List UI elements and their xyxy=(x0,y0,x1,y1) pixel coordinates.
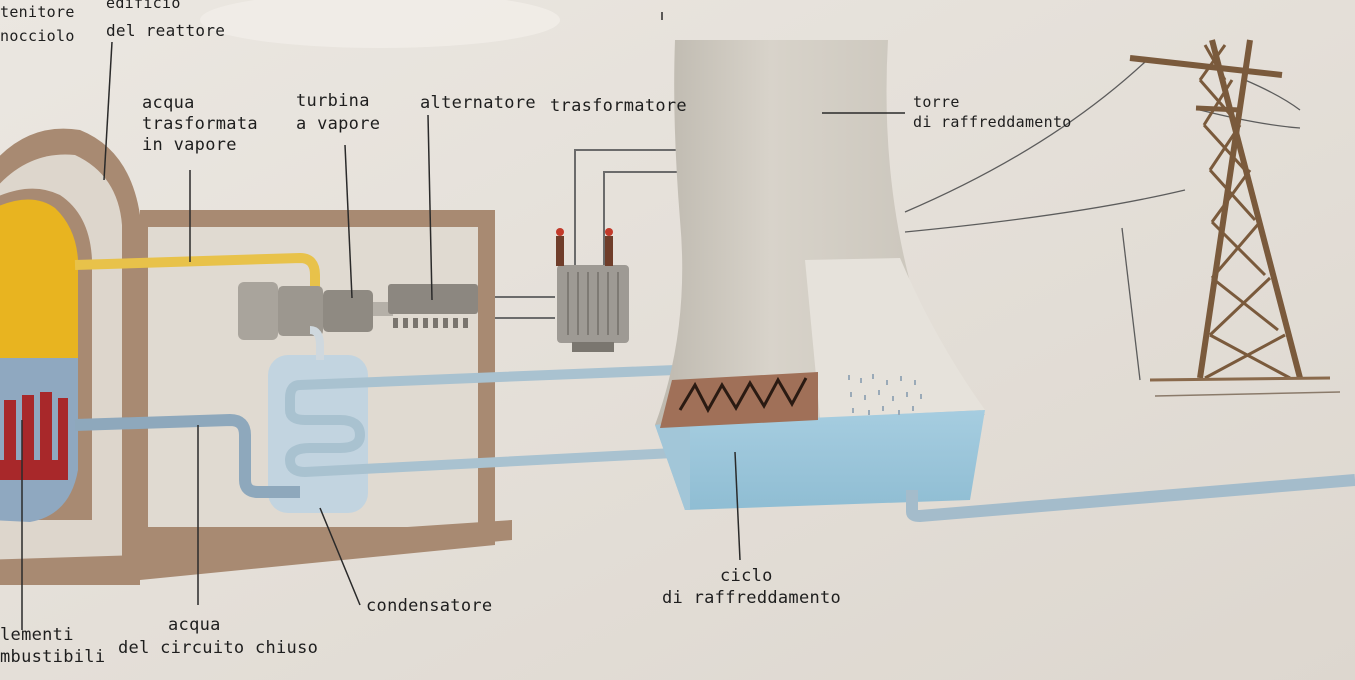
label-condensatore: condensatore xyxy=(366,596,493,616)
label-ciclo-line1: ciclo xyxy=(720,566,773,586)
label-turbina: turbina a vapore xyxy=(296,91,380,135)
label-elementi: lementi mbustibili xyxy=(0,625,105,668)
alternator xyxy=(388,284,478,328)
steam-pipe xyxy=(74,252,320,290)
label-edificio: edificio del reattore xyxy=(106,0,225,40)
transformer-wires xyxy=(495,149,690,319)
label-acqua-circuito: acqua del circuito chiuso xyxy=(118,615,318,659)
label-elementi-line1: lementi xyxy=(0,625,74,645)
return-pipe xyxy=(906,474,1355,523)
label-edificio-line2: del reattore xyxy=(106,21,226,40)
control-rods xyxy=(0,392,68,480)
closed-circuit-pipe xyxy=(74,413,300,498)
water-spray xyxy=(848,374,922,415)
reactor-core xyxy=(0,199,78,360)
label-ciclo: ciclo di raffreddamento xyxy=(662,566,841,609)
power-lines xyxy=(904,61,1301,381)
label-turbina-line2: a vapore xyxy=(296,114,381,134)
pylon xyxy=(1129,39,1331,382)
label-torre: torre di raffreddamento xyxy=(913,93,1072,131)
label-contenitore-line1: tenitore xyxy=(0,3,75,21)
label-acqua-vapore-line2: trasformata xyxy=(142,114,258,134)
leader-lines xyxy=(21,12,905,630)
label-acqua-circuito-line1: acqua xyxy=(168,615,221,635)
cooling-tower xyxy=(655,40,985,510)
label-trasformatore: trasformatore xyxy=(550,96,687,116)
label-contenitore-line2: nocciolo xyxy=(0,27,75,45)
cooling-pool xyxy=(655,410,985,510)
label-acqua-vapore-line1: acqua xyxy=(142,93,195,113)
label-ciclo-line2: di raffreddamento xyxy=(662,588,842,608)
label-contenitore: tenitore nocciolo xyxy=(0,3,75,45)
label-edificio-line1: edificio xyxy=(106,0,181,12)
label-torre-line2: di raffreddamento xyxy=(913,113,1072,131)
steam-haze xyxy=(200,0,560,48)
steam-turbine xyxy=(238,282,393,340)
label-acqua-vapore: acqua trasformata in vapore xyxy=(142,93,258,156)
cooling-pipe-top xyxy=(284,355,926,478)
label-acqua-vapore-line3: in vapore xyxy=(142,135,237,155)
transformer xyxy=(556,228,629,352)
ground-line xyxy=(1154,391,1341,397)
label-alternatore: alternatore xyxy=(420,93,536,113)
reactor-building xyxy=(0,128,140,585)
label-acqua-circuito-line2: del circuito chiuso xyxy=(118,638,319,658)
label-turbina-line1: turbina xyxy=(296,91,370,111)
label-elementi-line2: mbustibili xyxy=(0,647,106,667)
label-torre-line1: torre xyxy=(913,93,960,111)
